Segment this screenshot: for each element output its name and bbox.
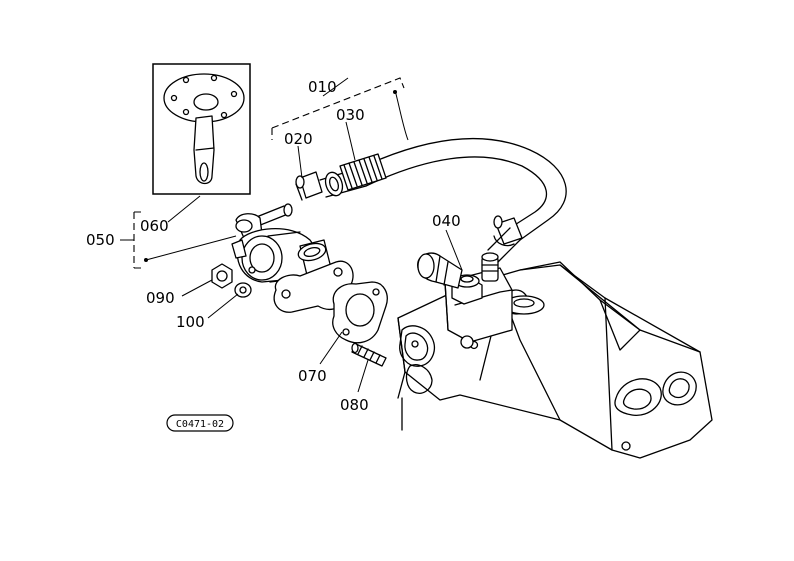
drawing-code: C0471-02: [176, 419, 224, 430]
fuel-hose: [295, 137, 567, 263]
label-100: 100: [176, 313, 205, 331]
label-060: 060: [140, 217, 169, 235]
label-090: 090: [146, 289, 175, 307]
washer: [234, 282, 252, 298]
label-070: 070: [298, 367, 327, 385]
drawing-code-badge: C0471-02: [166, 414, 234, 432]
label-020: 020: [284, 130, 313, 148]
nut: [211, 263, 233, 289]
label-040: 040: [432, 212, 461, 230]
label-050: 050: [86, 231, 115, 249]
leader-lines: [120, 77, 463, 393]
label-080: 080: [340, 396, 369, 414]
inset-detail: [152, 63, 251, 195]
pump-fitting: [417, 252, 513, 349]
label-010: 010: [308, 78, 337, 96]
label-030: 030: [336, 106, 365, 124]
gasket: [332, 281, 388, 344]
stud-bolt: [351, 342, 387, 367]
